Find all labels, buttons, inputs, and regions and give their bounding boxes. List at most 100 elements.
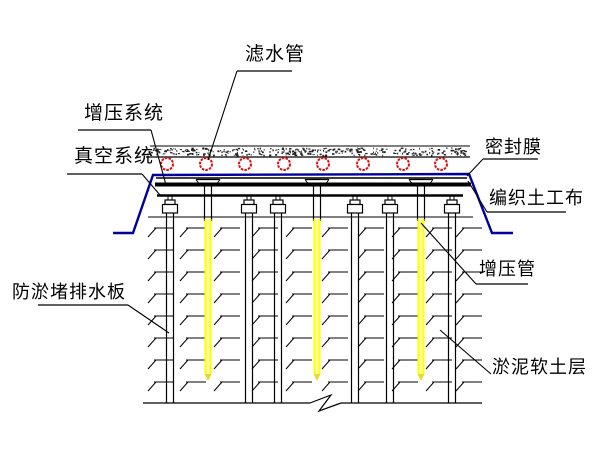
sand-stipple-dot (227, 150, 229, 153)
sand-stipple-dot (301, 150, 302, 153)
sand-stipple-dot (294, 149, 297, 151)
sand-stipple-dot (254, 147, 256, 150)
sand-stipple-dot (179, 149, 182, 151)
sand-stipple-dot (222, 151, 226, 153)
sand-stipple-dot (198, 151, 200, 153)
sand-stipple-dot (192, 150, 195, 152)
filter-pipe-circle (316, 157, 330, 171)
soil-tick-diagonal (251, 293, 261, 304)
sand-stipple-dot (171, 149, 173, 151)
sand-stipple-dot (381, 151, 384, 153)
sand-stipple-dot (296, 149, 300, 151)
soil-tick-diagonal (179, 315, 189, 326)
sand-stipple-dot (394, 153, 397, 154)
sand-stipple-dot (232, 149, 234, 152)
sand-stipple-dot (411, 153, 414, 155)
sand-stipple-dot (189, 152, 192, 154)
soil-tick-diagonal (179, 359, 189, 370)
sand-stipple-dot (409, 149, 413, 151)
soil-tick-diagonal (213, 315, 223, 326)
sand-stipple-dot (458, 148, 460, 150)
sand-stipple-dot (170, 152, 173, 154)
sand-stipple-dot (380, 149, 383, 151)
soil-tick-diagonal (251, 337, 261, 348)
sand-stipple-dot (233, 154, 235, 156)
filter-pipe-circle (238, 157, 252, 171)
sand-stipple-dot (285, 148, 287, 150)
sand-stipple-dot (258, 152, 261, 155)
label-vacuum-system: 真空系统 (74, 146, 155, 167)
sand-stipple-dot (430, 147, 433, 149)
soil-tick-diagonal (321, 337, 331, 348)
sand-stipple-dot (357, 151, 360, 154)
sand-stipple-dot (158, 149, 162, 150)
sand-cushion-layer (146, 145, 470, 158)
sand-stipple-dot (304, 149, 306, 152)
soil-tick-diagonal (425, 271, 435, 282)
sand-stipple-dot (294, 154, 296, 156)
sand-stipple-dot (164, 150, 167, 153)
sand-stipple-dot (423, 151, 425, 153)
sand-stipple-dot (343, 150, 344, 152)
sand-stipple-dot (246, 154, 249, 156)
leader-woven-geotextile-line (467, 180, 488, 213)
sand-stipple-dot (195, 151, 198, 154)
soil-tick-diagonal (147, 315, 157, 326)
sand-stipple-dot (333, 148, 335, 150)
sand-stipple-dot (188, 153, 192, 155)
sand-stipple-dot (433, 151, 435, 153)
sand-stipple-dot (260, 154, 263, 156)
sand-stipple-dot (225, 151, 228, 154)
label-drain-board: 防淤堵排水板 (12, 282, 126, 302)
sand-stipple-dot (403, 151, 406, 153)
soil-tick-diagonal (425, 249, 435, 260)
sand-stipple-dot (451, 153, 453, 155)
sand-stipple-dot (217, 150, 220, 153)
sand-stipple-dot (258, 150, 261, 152)
sand-stipple-dot (269, 148, 272, 150)
sand-stipple-dot (322, 154, 325, 157)
sand-stipple-dot (294, 152, 297, 155)
soil-tick-diagonal (425, 293, 435, 304)
sand-stipple-dot (235, 148, 238, 150)
sand-stipple-dot (191, 152, 194, 155)
soil-tick-diagonal (455, 315, 465, 326)
soil-tick-diagonal (213, 337, 223, 348)
sand-stipple-dot (421, 151, 424, 153)
soil-tick-diagonal (455, 337, 465, 348)
sand-stipple-dot (347, 148, 349, 150)
sand-stipple-dot (357, 147, 358, 149)
sand-stipple-dot (325, 154, 328, 157)
pressure-pipe-yellow-core (419, 219, 423, 374)
sand-stipple-dot (149, 151, 151, 152)
sand-stipple-dot (248, 153, 250, 156)
sand-stipple-dot (206, 148, 209, 150)
sand-stipple-dot (346, 149, 349, 151)
sand-stipple-dot (464, 154, 467, 157)
sand-stipple-dot (196, 154, 198, 156)
sealing-membrane-line (113, 172, 513, 235)
soil-tick-diagonal (455, 381, 465, 392)
sand-stipple-dot (223, 149, 226, 151)
soil-tick-diagonal (455, 249, 465, 260)
sand-stipple-dot (397, 152, 399, 155)
soil-tick-diagonal (147, 271, 157, 282)
soil-tick-diagonal (321, 359, 331, 370)
sand-stipple-dot (295, 154, 298, 156)
sand-stipple-dot (153, 149, 155, 151)
sand-stipple-dot (358, 154, 361, 156)
sand-stipple-dot (277, 151, 279, 154)
leader-silt-soil-line (439, 329, 492, 375)
sand-stipple-dot (358, 154, 360, 156)
pressure-pipe-yellow-core (206, 219, 210, 374)
sand-stipple-dot (165, 150, 167, 153)
soil-tick-diagonal (213, 359, 223, 370)
sand-stipple-dot (373, 153, 376, 155)
sand-stipple-dot (373, 151, 375, 154)
sand-stipple-dot (344, 150, 347, 153)
soil-tick-diagonal (147, 227, 157, 238)
soil-tick-diagonal (179, 381, 189, 392)
sand-stipple-dot (150, 154, 153, 156)
sand-stipple-dot (203, 153, 206, 155)
sand-stipple-dot (269, 154, 272, 157)
